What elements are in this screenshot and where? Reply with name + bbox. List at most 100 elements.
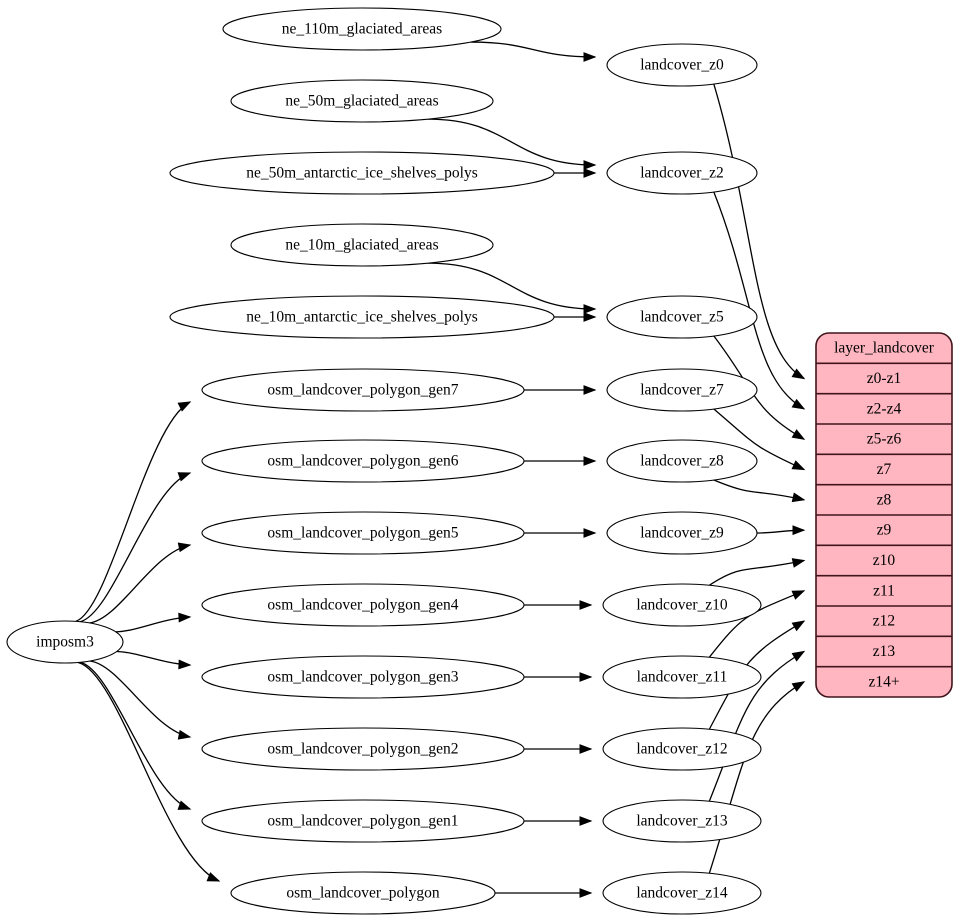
table-row-z7[interactable]: z7 — [816, 454, 952, 484]
node-osm_landcover_polygon_gen7-shape — [201, 368, 525, 412]
table-row-z11[interactable]: z11 — [816, 576, 952, 606]
node-landcover_z12-shape — [602, 727, 762, 771]
node-ne_110m_glaciated_areas-shape — [222, 7, 502, 51]
node-landcover_z14-label: landcover_z14 — [636, 885, 727, 902]
node-landcover_z8-shape — [606, 439, 758, 483]
edge-imposm3-to-osm_landcover_polygon_gen7-arrowhead — [177, 401, 192, 412]
node-osm_landcover_polygon_gen1[interactable]: osm_landcover_polygon_gen1 — [201, 799, 525, 843]
node-landcover_z13-label: landcover_z13 — [636, 813, 727, 830]
edge-osm_landcover_polygon_gen6-to-landcover_z8-arrowhead — [583, 456, 597, 466]
table-row-z5-z6[interactable]: z5-z6 — [816, 424, 952, 454]
node-ne_50m_glaciated_areas[interactable]: ne_50m_glaciated_areas — [230, 79, 494, 123]
edge-ne_50m_antarctic_ice_shelves_polys-to-landcover_z2-arrowhead — [583, 168, 597, 178]
node-landcover_z8-label: landcover_z8 — [640, 453, 724, 470]
node-osm_landcover_polygon_gen4[interactable]: osm_landcover_polygon_gen4 — [201, 583, 525, 627]
edge-imposm3-to-osm_landcover_polygon_gen1-arrowhead — [177, 800, 192, 810]
node-landcover_z12-label: landcover_z12 — [636, 741, 727, 758]
node-osm_landcover_polygon_gen3[interactable]: osm_landcover_polygon_gen3 — [201, 655, 525, 699]
edge-ne_50m_glaciated_areas-to-landcover_z2-arrowhead — [583, 160, 597, 170]
edge-ne_10m_antarctic_ice_shelves_polys-to-landcover_z5-arrowhead — [583, 312, 597, 322]
node-ne_50m_glaciated_areas-label: ne_50m_glaciated_areas — [285, 93, 438, 110]
node-osm_landcover_polygon_gen4-shape — [201, 583, 525, 627]
node-osm_landcover_polygon_gen5[interactable]: osm_landcover_polygon_gen5 — [201, 511, 525, 555]
node-landcover_z7-shape — [606, 368, 758, 412]
edge-osm_landcover_polygon-to-landcover_z14-arrowhead — [579, 888, 593, 898]
node-landcover_z13-shape — [602, 799, 762, 843]
node-landcover_z14[interactable]: landcover_z14 — [602, 871, 762, 915]
node-osm_landcover_polygon[interactable]: osm_landcover_polygon — [230, 871, 496, 915]
table-row-z13[interactable]: z13 — [816, 636, 952, 666]
node-landcover_z10[interactable]: landcover_z10 — [602, 583, 762, 627]
edge-osm_landcover_polygon_gen2-to-landcover_z12-arrowhead — [579, 744, 593, 754]
table-row-z2-z4[interactable]: z2-z4 — [816, 394, 952, 424]
node-landcover_z0-label: landcover_z0 — [640, 57, 724, 74]
node-landcover_z11-shape — [602, 655, 762, 699]
table-row-label: z8 — [877, 491, 892, 508]
table-row-label: z5-z6 — [867, 431, 902, 448]
table-row-z12[interactable]: z12 — [816, 606, 952, 636]
table-row-z8[interactable]: z8 — [816, 485, 952, 515]
table-row-label: z9 — [877, 522, 892, 539]
node-ne_110m_glaciated_areas[interactable]: ne_110m_glaciated_areas — [222, 7, 502, 51]
edge-landcover_z7-to-table-row-3 — [713, 408, 805, 471]
layer-landcover-table-title: layer_landcover — [834, 340, 935, 357]
edge-imposm3-to-osm_landcover_polygon_gen7 — [75, 401, 191, 622]
node-landcover_z7[interactable]: landcover_z7 — [606, 368, 758, 412]
node-landcover_z0-shape — [606, 43, 758, 87]
node-landcover_z13[interactable]: landcover_z13 — [602, 799, 762, 843]
node-imposm3-shape — [6, 620, 124, 664]
edge-landcover_z8-to-table-row-4-arrowhead — [791, 492, 806, 503]
table-row-z0-z1[interactable]: z0-z1 — [816, 363, 952, 393]
edge-osm_landcover_polygon_gen5-to-landcover_z9-arrowhead — [583, 528, 597, 538]
table-row-z9[interactable]: z9 — [816, 515, 952, 545]
node-osm_landcover_polygon-shape — [230, 871, 496, 915]
node-ne_50m_antarctic_ice_shelves_polys-shape — [169, 151, 555, 195]
node-osm_landcover_polygon_gen3-label: osm_landcover_polygon_gen3 — [267, 669, 458, 686]
table-row-label: z2-z4 — [867, 400, 902, 417]
table-row-z10[interactable]: z10 — [816, 545, 952, 575]
nodes-layer: ne_110m_glaciated_areas ne_50m_glaciated_… — [6, 7, 762, 915]
node-ne_50m_antarctic_ice_shelves_polys[interactable]: ne_50m_antarctic_ice_shelves_polys — [169, 151, 555, 195]
node-osm_landcover_polygon_gen2[interactable]: osm_landcover_polygon_gen2 — [201, 727, 525, 771]
table-row-label: z13 — [873, 643, 896, 660]
node-landcover_z9[interactable]: landcover_z9 — [606, 511, 758, 555]
node-osm_landcover_polygon_gen5-label: osm_landcover_polygon_gen5 — [267, 525, 458, 542]
edge-osm_landcover_polygon_gen4-to-landcover_z10-arrowhead — [579, 600, 593, 610]
node-landcover_z11[interactable]: landcover_z11 — [602, 655, 762, 699]
node-imposm3[interactable]: imposm3 — [6, 620, 124, 664]
node-osm_landcover_polygon_gen6-label: osm_landcover_polygon_gen6 — [267, 453, 458, 470]
node-osm_landcover_polygon_gen5-shape — [201, 511, 525, 555]
node-landcover_z5[interactable]: landcover_z5 — [606, 295, 758, 339]
node-landcover_z7-label: landcover_z7 — [640, 382, 724, 399]
node-landcover_z2[interactable]: landcover_z2 — [606, 151, 758, 195]
node-landcover_z14-shape — [602, 871, 762, 915]
table-row-z14+[interactable]: z14+ — [816, 667, 952, 697]
edge-imposm3-to-osm_landcover_polygon — [78, 661, 220, 882]
edge-landcover_z14-to-table-row-10-arrowhead — [791, 681, 806, 692]
node-ne_10m_glaciated_areas[interactable]: ne_10m_glaciated_areas — [230, 223, 494, 267]
node-ne_10m_glaciated_areas-label: ne_10m_glaciated_areas — [285, 237, 438, 254]
edge-imposm3-to-osm_landcover_polygon_gen1 — [80, 661, 191, 810]
node-osm_landcover_polygon_gen2-shape — [201, 727, 525, 771]
node-osm_landcover_polygon_gen7[interactable]: osm_landcover_polygon_gen7 — [201, 368, 525, 412]
layer-landcover-table: layer_landcoverz0-z1z2-z4z5-z6z7z8z9z10z… — [815, 332, 953, 698]
node-osm_landcover_polygon_gen6[interactable]: osm_landcover_polygon_gen6 — [201, 439, 525, 483]
edges-layer — [75, 41, 806, 898]
node-landcover_z5-label: landcover_z5 — [640, 309, 724, 326]
node-landcover_z12[interactable]: landcover_z12 — [602, 727, 762, 771]
edge-landcover_z11-to-table-row-7-arrowhead — [791, 590, 806, 600]
node-osm_landcover_polygon_gen3-shape — [201, 655, 525, 699]
node-landcover_z0[interactable]: landcover_z0 — [606, 43, 758, 87]
edge-imposm3-to-osm_landcover_polygon_gen4-arrowhead — [178, 612, 192, 623]
node-ne_10m_glaciated_areas-shape — [230, 223, 494, 267]
node-ne_10m_antarctic_ice_shelves_polys[interactable]: ne_10m_antarctic_ice_shelves_polys — [169, 295, 555, 339]
edge-imposm3-to-osm_landcover_polygon_gen6 — [79, 472, 191, 623]
table-row-label: z0-z1 — [867, 370, 901, 387]
edge-imposm3-to-osm_landcover_polygon_gen3-arrowhead — [178, 659, 192, 670]
node-ne_110m_glaciated_areas-label: ne_110m_glaciated_areas — [282, 21, 442, 38]
node-osm_landcover_polygon_gen6-shape — [201, 439, 525, 483]
edge-landcover_z13-to-table-row-9-arrowhead — [791, 650, 806, 662]
node-landcover_z8[interactable]: landcover_z8 — [606, 439, 758, 483]
edge-ne_50m_glaciated_areas-to-landcover_z2 — [428, 118, 596, 166]
